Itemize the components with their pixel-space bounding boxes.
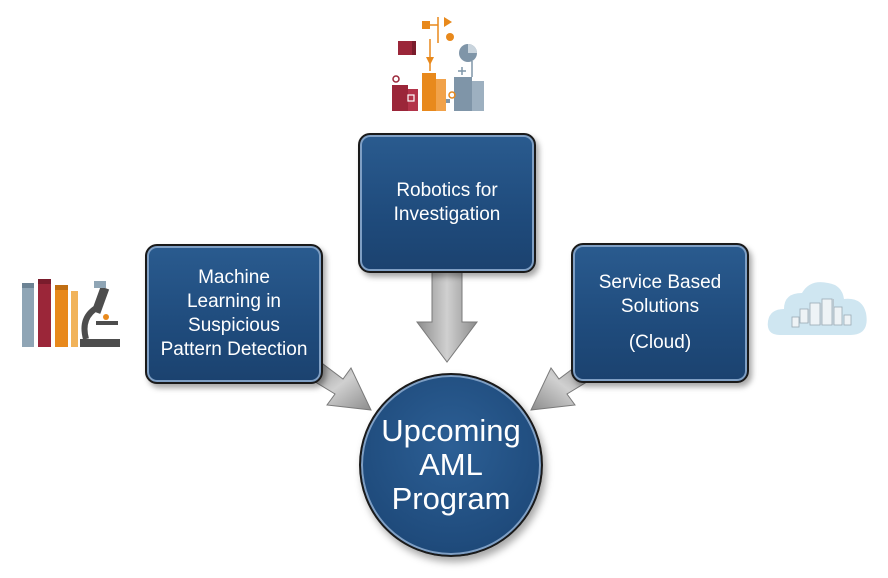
node-machine-learning: Machine Learning in Suspicious Pattern D…: [145, 244, 323, 384]
node-ml-line-4: Pattern Detection: [160, 339, 308, 360]
center-line-2: AML: [419, 447, 483, 482]
cloud-icon: [767, 282, 867, 335]
center-line-3: Program: [391, 481, 511, 516]
node-service-line-1: Service Based: [598, 272, 722, 293]
books-microscope-icon: [22, 279, 120, 347]
node-ml-line-2: Learning in: [186, 291, 282, 312]
center-line-1: Upcoming: [381, 413, 521, 448]
analytics-blocks-icon: [392, 17, 484, 111]
node-robotics: Robotics for Investigation: [358, 133, 536, 273]
node-service-cloud: Service Based Solutions (Cloud): [571, 243, 749, 383]
node-ml-line-1: Machine: [198, 267, 270, 288]
center-node-aml-program: Upcoming AML Program: [359, 373, 543, 557]
node-robotics-line-1: Robotics for: [396, 180, 498, 201]
arrow-ml-to-center: [306, 360, 372, 411]
node-service-line-3: (Cloud): [628, 332, 692, 353]
node-service-line-2: Solutions: [620, 296, 700, 317]
node-robotics-line-2: Investigation: [393, 204, 501, 225]
arrow-robotics-to-center: [416, 272, 478, 363]
node-ml-line-3: Suspicious: [188, 315, 280, 336]
